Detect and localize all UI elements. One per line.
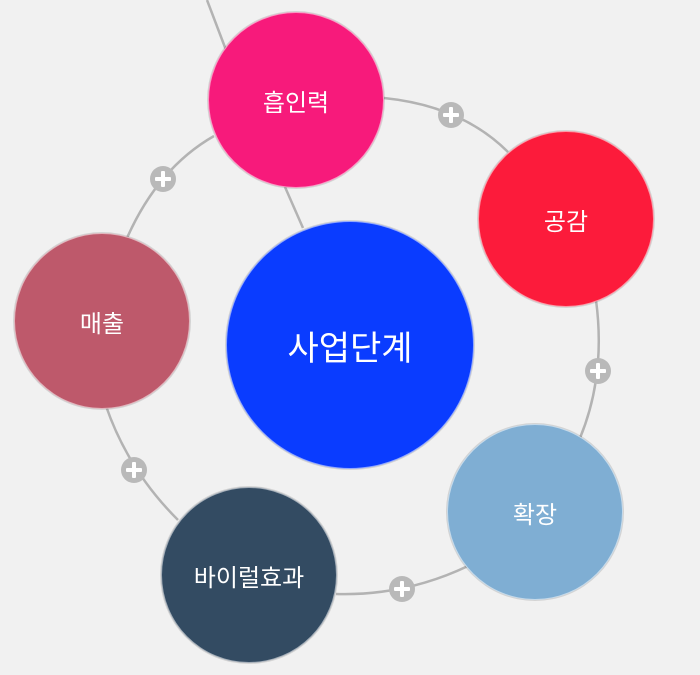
node-expansion[interactable]: 확장 bbox=[447, 424, 623, 600]
node-center[interactable]: 사업단계 bbox=[226, 221, 474, 469]
plus-icon[interactable] bbox=[121, 457, 147, 483]
node-center-label: 사업단계 bbox=[287, 328, 413, 369]
link-absorption-parent bbox=[205, 0, 228, 51]
node-absorption[interactable]: 흡인력 bbox=[208, 12, 384, 188]
plus-icon[interactable] bbox=[150, 166, 176, 192]
node-empathy[interactable]: 공감 bbox=[478, 131, 654, 307]
node-expansion-label: 확장 bbox=[512, 500, 558, 529]
node-viral-label: 바이럴효과 bbox=[193, 563, 305, 592]
plus-icon[interactable] bbox=[438, 102, 464, 128]
node-empathy-label: 공감 bbox=[543, 207, 589, 236]
node-viral[interactable]: 바이럴효과 bbox=[161, 487, 337, 663]
plus-icon[interactable] bbox=[389, 576, 415, 602]
node-sales[interactable]: 매출 bbox=[14, 233, 190, 409]
node-sales-label: 매출 bbox=[79, 309, 125, 338]
link-center-absorption bbox=[283, 186, 305, 229]
node-absorption-label: 흡인력 bbox=[262, 88, 330, 117]
plus-icon[interactable] bbox=[585, 358, 611, 384]
